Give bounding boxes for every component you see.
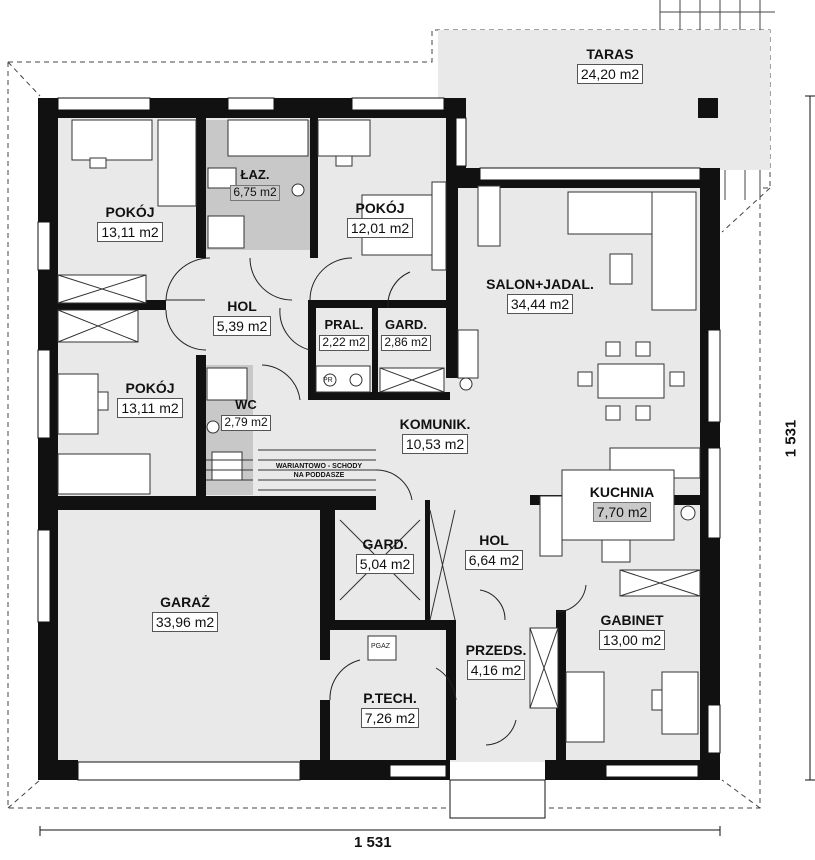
room-label-lazienka: ŁAZ. 6,75 m2 bbox=[220, 167, 290, 201]
furniture bbox=[57, 119, 701, 743]
room-name: POKÓJ bbox=[355, 200, 405, 216]
room-label-pokoj-n: POKÓJ 12,01 m2 bbox=[330, 200, 430, 239]
room-name: P.TECH. bbox=[363, 690, 417, 706]
depth-dimension: 1 531 bbox=[782, 419, 800, 458]
room-name: HOL bbox=[479, 532, 509, 548]
windows bbox=[37, 97, 721, 819]
room-area: 7,26 m2 bbox=[360, 708, 420, 729]
room-label-garaz: GARAŻ 33,96 m2 bbox=[130, 594, 240, 633]
room-label-pokoj-nw: POKÓJ 13,11 m2 bbox=[80, 204, 180, 243]
room-label-salon: SALON+JADAL. 34,44 m2 bbox=[470, 276, 610, 315]
room-name: GARD. bbox=[362, 536, 408, 552]
room-area: 34,44 m2 bbox=[506, 294, 574, 315]
room-name: POKÓJ bbox=[125, 380, 175, 396]
room-label-komunik: KOMUNIK. 10,53 m2 bbox=[380, 416, 490, 455]
room-label-gard-1: GARD. 2,86 m2 bbox=[375, 317, 437, 351]
room-name: WC bbox=[235, 397, 257, 412]
room-name: KUCHNIA bbox=[589, 484, 655, 500]
room-name: SALON+JADAL. bbox=[486, 276, 594, 292]
room-area: 13,11 m2 bbox=[117, 398, 183, 419]
room-name: PRZEDS. bbox=[465, 642, 527, 658]
room-label-pralnia: PRAL. 2,22 m2 bbox=[312, 317, 376, 351]
room-name: ŁAZ. bbox=[240, 167, 270, 182]
room-area: 13,11 m2 bbox=[97, 222, 163, 243]
room-area: 13,00 m2 bbox=[598, 630, 666, 651]
pr-label: PR bbox=[323, 377, 333, 384]
dimension-lines bbox=[39, 95, 815, 836]
room-area: 2,86 m2 bbox=[381, 334, 431, 351]
terrace bbox=[438, 0, 775, 200]
room-name: KOMUNIK. bbox=[399, 416, 471, 432]
room-area: 5,04 m2 bbox=[355, 554, 415, 575]
room-area: 2,22 m2 bbox=[319, 334, 369, 351]
room-label-ptech: P.TECH. 7,26 m2 bbox=[350, 690, 430, 729]
room-name: HOL bbox=[227, 298, 257, 314]
door-swings bbox=[165, 257, 587, 746]
room-area: 24,20 m2 bbox=[576, 64, 644, 85]
room-name: POKÓJ bbox=[105, 204, 155, 220]
pgaz-label: PGAZ bbox=[371, 643, 391, 650]
room-area: 33,96 m2 bbox=[151, 612, 219, 633]
room-area: 4,16 m2 bbox=[466, 660, 526, 681]
room-label-hol-2: HOL 6,64 m2 bbox=[450, 532, 538, 571]
room-label-gard-2: GARD. 5,04 m2 bbox=[345, 536, 425, 575]
room-area: 6,64 m2 bbox=[464, 550, 524, 571]
stairs-note-line1: WARIANTOWO - SCHODY bbox=[275, 463, 363, 470]
room-name: GARAŻ bbox=[160, 594, 210, 610]
stairs-note-line2: NA PODDASZE bbox=[293, 471, 345, 479]
room-name: GARD. bbox=[385, 317, 427, 332]
room-area: 6,75 m2 bbox=[230, 184, 280, 201]
room-label-hol-1: HOL 5,39 m2 bbox=[192, 298, 292, 337]
room-label-pokoj-w: POKÓJ 13,11 m2 bbox=[100, 380, 200, 419]
width-dimension: 1 531 bbox=[354, 834, 392, 851]
room-area: 7,70 m2 bbox=[592, 502, 652, 523]
room-area: 2,79 m2 bbox=[221, 414, 271, 431]
room-label-gabinet: GABINET 13,00 m2 bbox=[582, 612, 682, 651]
room-label-taras: TARAS 24,20 m2 bbox=[560, 46, 660, 85]
room-label-przeds: PRZEDS. 4,16 m2 bbox=[456, 642, 536, 681]
room-name: GABINET bbox=[600, 612, 664, 628]
room-label-kuchnia: KUCHNIA 7,70 m2 bbox=[572, 484, 672, 523]
room-area: 5,39 m2 bbox=[212, 316, 272, 337]
room-label-wc: WC 2,79 m2 bbox=[206, 397, 286, 431]
room-area: 10,53 m2 bbox=[401, 434, 469, 455]
room-name: TARAS bbox=[586, 46, 634, 62]
stairs-note: WARIANTOWO - SCHODY NA PODDASZE bbox=[266, 463, 372, 481]
room-area: 12,01 m2 bbox=[346, 218, 414, 239]
room-name: PRAL. bbox=[324, 317, 364, 332]
